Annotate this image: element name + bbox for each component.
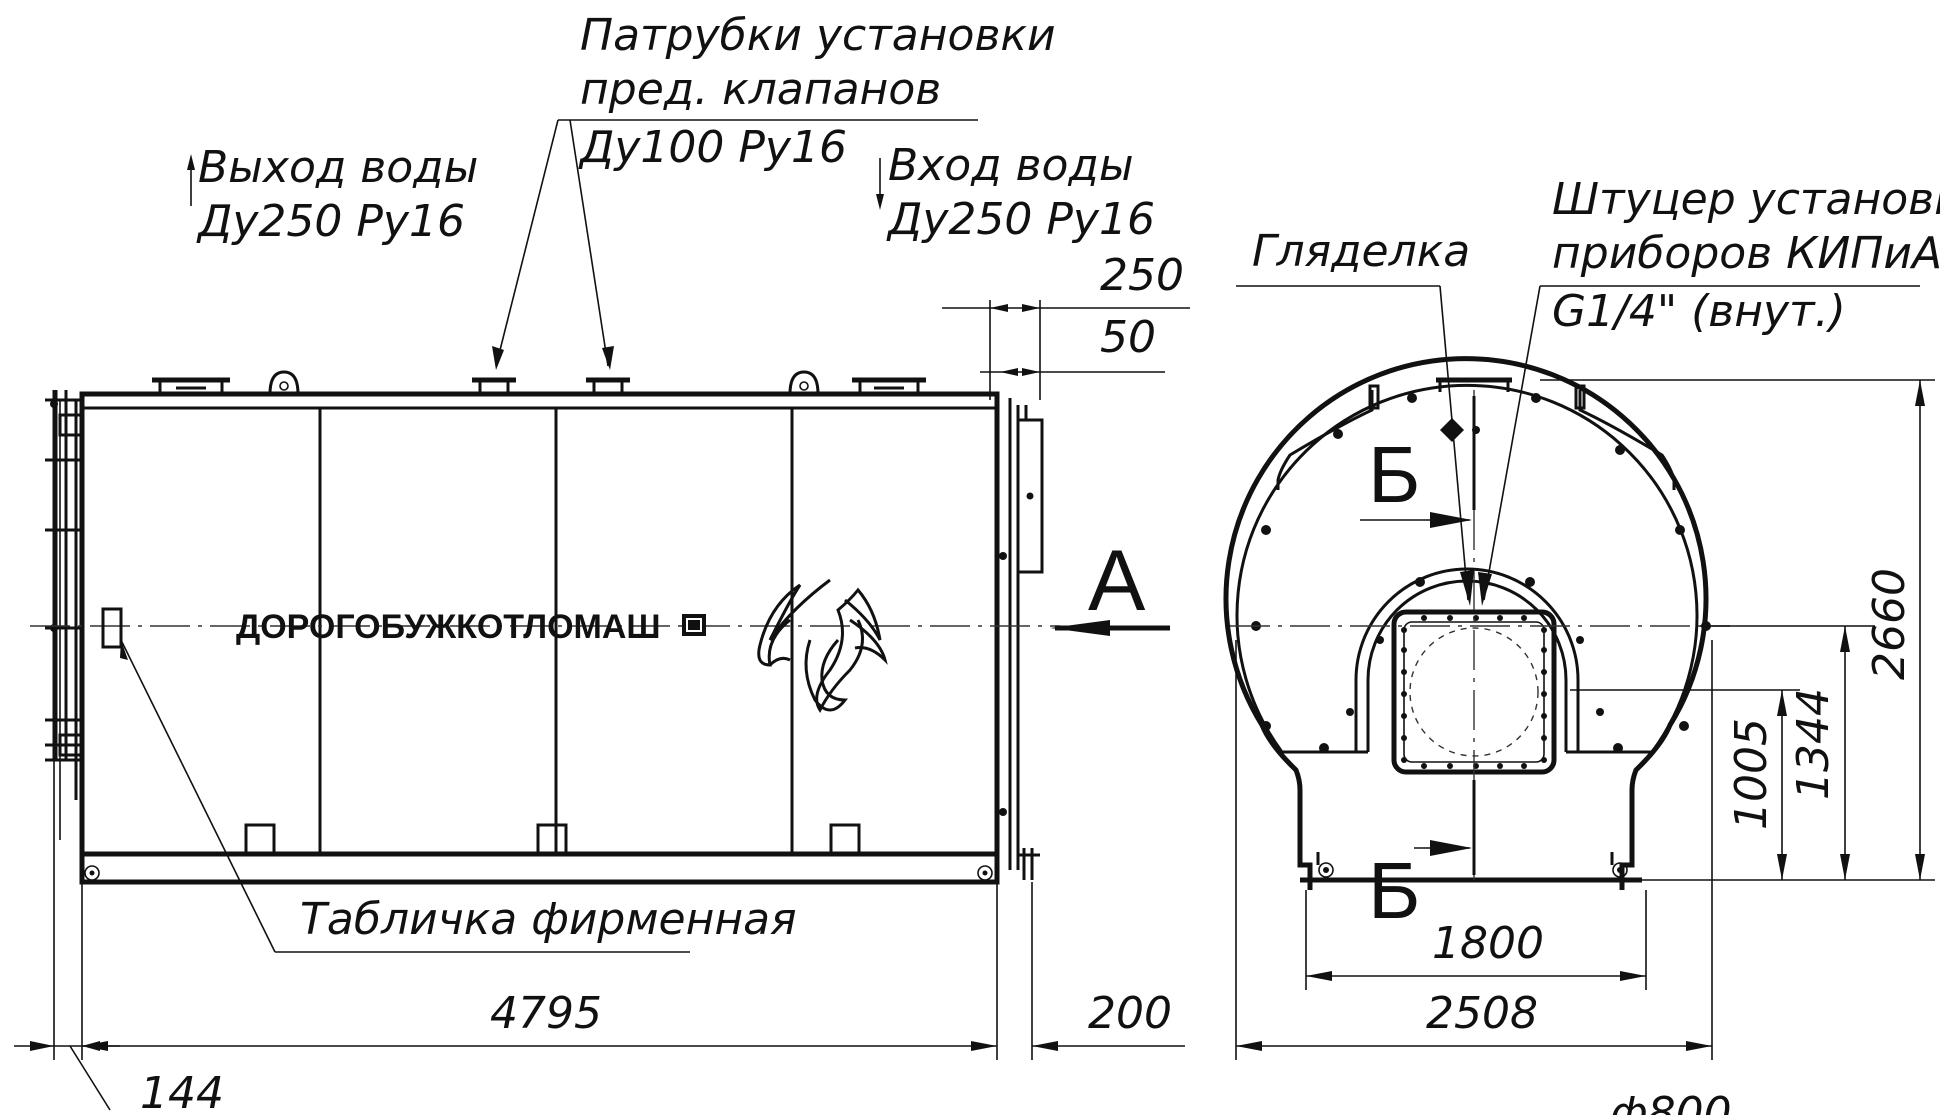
water-in-label-line1: Вход воды xyxy=(888,140,1134,191)
logo-text: ДОРОГОБУЖКОТЛОМАШ xyxy=(236,608,661,646)
water-in-label-line2: Ду250 Ру16 xyxy=(886,194,1155,245)
valves-label-line3: Ду100 Ру16 xyxy=(578,122,847,173)
dim-144: 144 xyxy=(140,1068,224,1115)
view-a-label: А xyxy=(1088,533,1146,629)
peephole-label: Гляделка xyxy=(1252,226,1470,277)
view-a-marker: А xyxy=(1050,533,1170,636)
valve-nozzle xyxy=(586,377,630,394)
front-view: Б Б Гляделка Штуцер установки приборов К… xyxy=(1223,174,1940,1115)
dim-200: 200 xyxy=(1088,988,1172,1039)
water-in-nozzle xyxy=(852,377,926,394)
water-out-nozzle xyxy=(152,377,230,394)
fitting-label-line3: G1/4" (внут.) xyxy=(1552,286,1846,337)
fitting-label-line1: Штуцер установки xyxy=(1552,174,1940,225)
section-b-top: Б xyxy=(1368,430,1421,519)
nameplate xyxy=(101,607,123,649)
dim-diameter-800: ф800 xyxy=(1610,1088,1732,1115)
fitting-label-line2: приборов КИПиА xyxy=(1552,228,1940,279)
water-out-label-line2: Ду250 Ру16 xyxy=(196,196,465,247)
lifting-lug xyxy=(788,370,820,395)
dim-4795: 4795 xyxy=(490,988,602,1039)
lifting-lug xyxy=(268,370,300,395)
flame-logo xyxy=(757,578,888,713)
nameplate-label: Табличка фирменная xyxy=(300,894,797,945)
front-flange xyxy=(994,394,1044,882)
water-out-label-line1: Выход воды xyxy=(198,142,478,193)
valve-nozzle xyxy=(472,377,516,394)
side-view: ДОРОГОБУЖКОТЛОМАШ А Патрубки ус xyxy=(14,10,1190,1115)
dim-1800: 1800 xyxy=(1432,918,1544,969)
dim-1005: 1005 xyxy=(1726,718,1777,830)
dim-1344: 1344 xyxy=(1788,688,1839,800)
dim-2508: 2508 xyxy=(1426,988,1538,1039)
dim-250: 250 xyxy=(1100,250,1184,301)
peephole xyxy=(1440,418,1464,442)
left-piping xyxy=(45,390,84,840)
valves-label-line1: Патрубки установки xyxy=(580,10,1056,61)
section-b-bottom: Б xyxy=(1368,846,1421,935)
dim-2660: 2660 xyxy=(1864,568,1915,680)
base-frame xyxy=(79,851,1000,885)
dim-50: 50 xyxy=(1100,312,1156,363)
valves-label-line2: пред. клапанов xyxy=(580,64,941,115)
